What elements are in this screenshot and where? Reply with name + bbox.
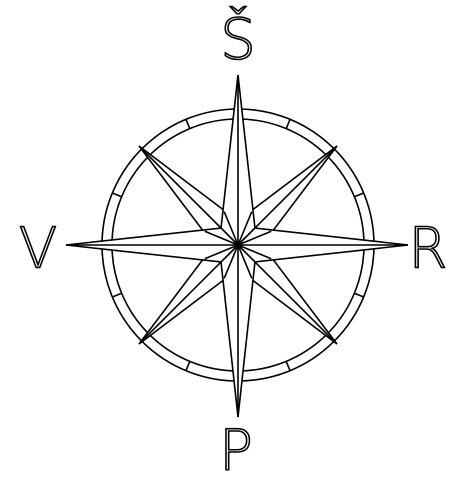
- ring-tick: [112, 193, 121, 197]
- label-north: Š: [220, 8, 256, 73]
- ring-tick: [354, 193, 363, 197]
- ring-tick: [354, 293, 363, 297]
- ring-tick: [186, 119, 190, 128]
- ring-tick: [286, 361, 290, 370]
- label-south: P: [219, 419, 253, 484]
- ring-tick: [186, 361, 190, 370]
- label-west: V: [19, 217, 57, 282]
- label-east: R: [409, 217, 448, 282]
- ring-tick: [112, 293, 121, 297]
- cardinal-star: [66, 75, 408, 417]
- ring-tick: [286, 119, 290, 128]
- compass-rose: [66, 75, 408, 417]
